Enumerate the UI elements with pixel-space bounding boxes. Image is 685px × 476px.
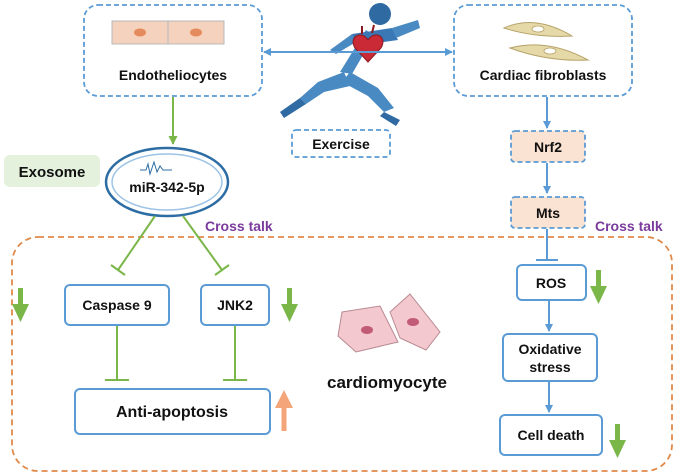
anti-apoptosis-label: Anti-apoptosis bbox=[116, 404, 228, 421]
endotheliocytes-box: Endotheliocytes bbox=[83, 4, 263, 97]
cardiomyocyte-label: cardiomyocyte bbox=[327, 373, 447, 392]
anti-apoptosis-increase-arrow bbox=[275, 390, 293, 431]
vesicle-to-caspase-inhibition bbox=[110, 215, 156, 276]
anti-apoptosis-box: Anti-apoptosis bbox=[74, 388, 271, 435]
oxidative-stress-box: Oxidative stress bbox=[502, 333, 598, 382]
caspase9-label: Caspase 9 bbox=[82, 297, 151, 313]
nrf2-label: Nrf2 bbox=[534, 139, 562, 155]
ros-decrease-arrow bbox=[590, 270, 607, 304]
cardiac-fibroblasts-box: Cardiac fibroblasts bbox=[453, 4, 633, 97]
caspase9-to-antiapoptosis-inhibition bbox=[105, 326, 129, 381]
mts-to-ros-inhibition bbox=[536, 229, 558, 261]
exercise-box: Exercise bbox=[291, 129, 391, 158]
cross-talk-left-label: Cross talk bbox=[205, 218, 273, 234]
endotheliocytes-label: Endotheliocytes bbox=[119, 67, 227, 83]
jnk2-box: JNK2 bbox=[200, 284, 270, 326]
cardiomyocyte-region bbox=[11, 236, 673, 472]
cell-death-box: Cell death bbox=[499, 414, 603, 456]
caspase9-decrease-arrow bbox=[12, 288, 29, 322]
cardiac-fibroblasts-label: Cardiac fibroblasts bbox=[480, 67, 607, 83]
cell-death-label: Cell death bbox=[518, 427, 585, 443]
ros-label: ROS bbox=[536, 275, 566, 291]
vesicle-to-jnk2-inhibition bbox=[182, 215, 230, 276]
jnk2-decrease-arrow bbox=[281, 288, 298, 322]
endothelial-cells-icon bbox=[111, 20, 225, 45]
fibroblast-cells-icon bbox=[502, 22, 590, 61]
jnk2-to-antiapoptosis-inhibition bbox=[223, 326, 247, 381]
mirna-strand-icon bbox=[140, 160, 172, 176]
mirna-vesicle: miR-342-5p bbox=[104, 146, 230, 218]
mts-label: Mts bbox=[536, 205, 560, 221]
caspase9-box: Caspase 9 bbox=[64, 284, 170, 326]
exercise-label: Exercise bbox=[312, 136, 370, 152]
cell-death-decrease-arrow bbox=[609, 424, 626, 458]
exosome-label: Exosome bbox=[19, 164, 86, 181]
nrf2-box: Nrf2 bbox=[510, 130, 586, 163]
exosome-badge: Exosome bbox=[4, 155, 100, 187]
mirna-label: miR-342-5p bbox=[129, 179, 204, 195]
jnk2-label: JNK2 bbox=[217, 297, 253, 313]
ros-box: ROS bbox=[516, 264, 587, 301]
running-figure-with-heart-icon bbox=[280, 3, 420, 126]
cardiomyocyte-cells-icon bbox=[337, 293, 441, 353]
cross-talk-right-label: Cross talk bbox=[595, 218, 663, 234]
mts-box: Mts bbox=[510, 196, 586, 229]
oxidative-stress-label-line1: Oxidative bbox=[518, 341, 581, 357]
oxidative-stress-label-line2: stress bbox=[529, 359, 570, 375]
